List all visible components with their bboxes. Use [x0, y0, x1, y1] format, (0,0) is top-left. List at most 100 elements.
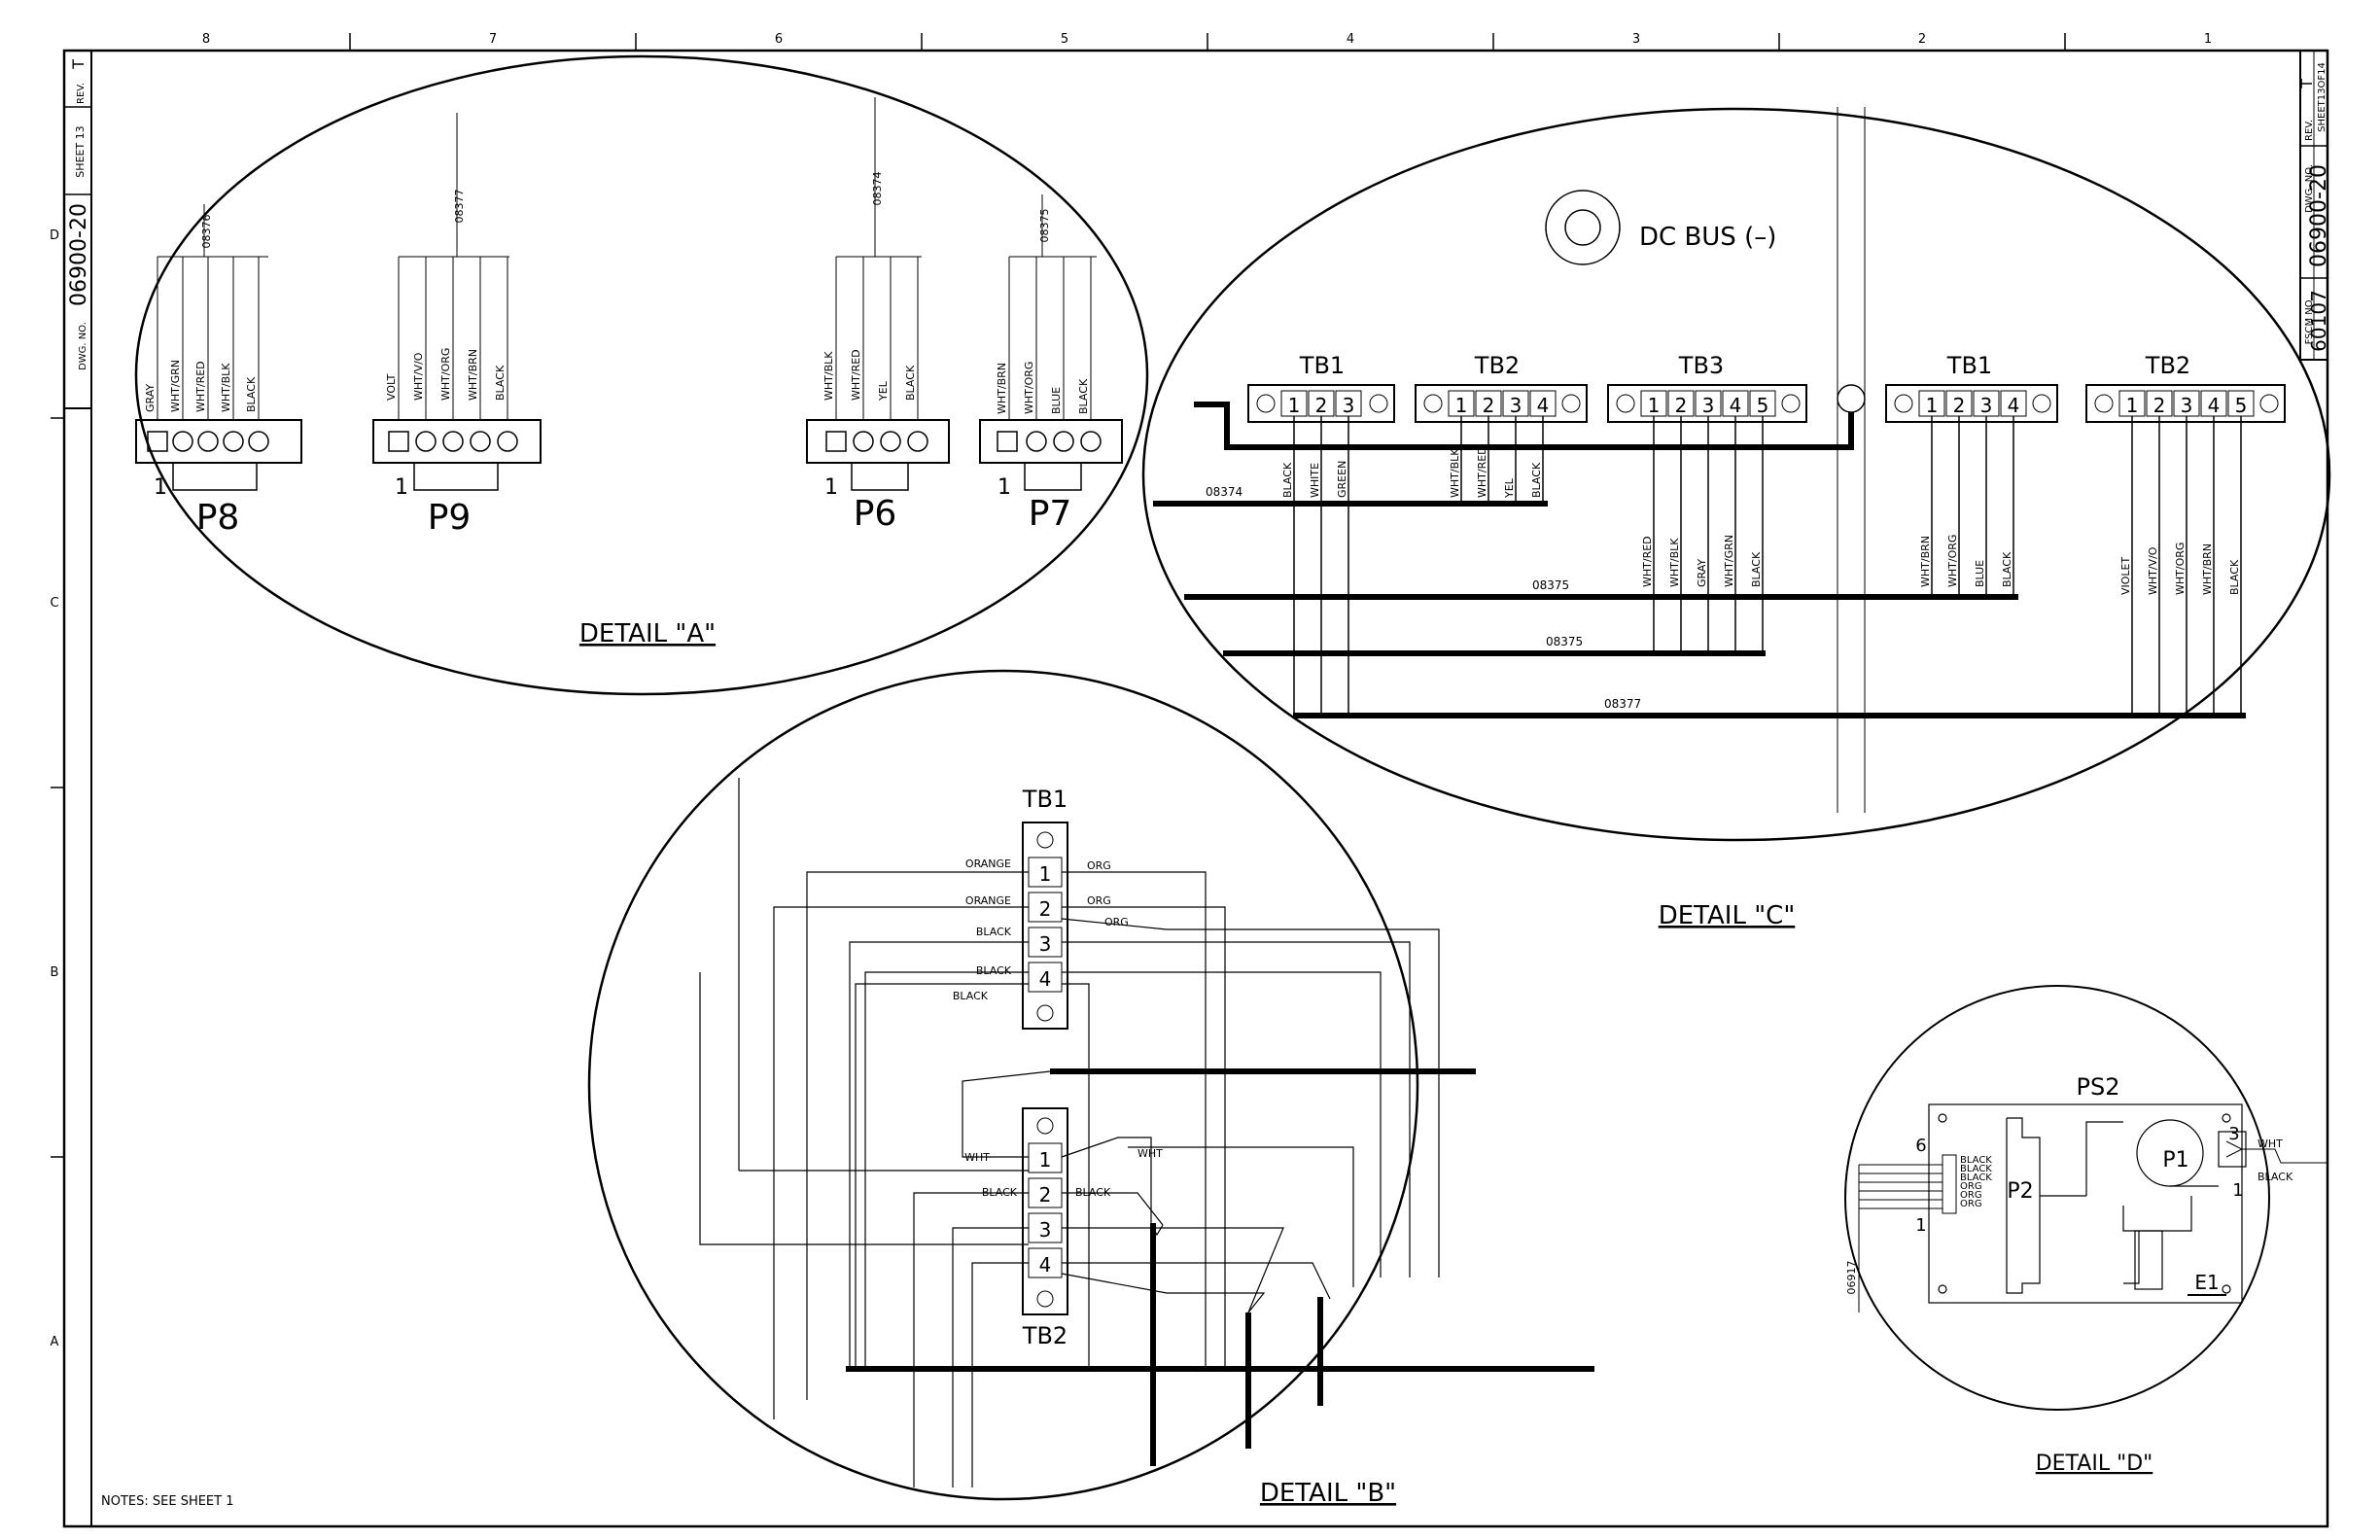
svg-text:08377: 08377 — [453, 190, 466, 224]
e1-label: E1 — [2194, 1271, 2219, 1294]
svg-text:ORG: ORG — [1087, 894, 1111, 907]
svg-text:BLACK: BLACK — [245, 376, 258, 412]
connector-p7: 08375 WHT/BRN WHT/ORG BLUE BLACK 1 P7 — [979, 194, 1123, 534]
svg-text:P9: P9 — [428, 498, 472, 538]
svg-text:WHT/BRN: WHT/BRN — [467, 349, 479, 401]
svg-text:TB2: TB2 — [2145, 352, 2190, 379]
svg-text:BLUE: BLUE — [1050, 387, 1063, 414]
svg-text:3: 3 — [1039, 1218, 1052, 1242]
svg-text:4: 4 — [1537, 394, 1550, 417]
svg-text:WHT/ORG: WHT/ORG — [439, 348, 452, 401]
svg-text:T: T — [69, 59, 88, 70]
svg-text:WHITE: WHITE — [1309, 463, 1321, 498]
svg-text:ORG: ORG — [1087, 859, 1111, 872]
detail-c-cables — [1153, 501, 2246, 718]
ps2-title: PS2 — [2077, 1073, 2120, 1101]
zone-number: 2 — [1918, 32, 1926, 47]
svg-text:TB1: TB1 — [1299, 352, 1345, 379]
detail-b-tb2: 1 2 3 4 TB2 — [1022, 1107, 1068, 1349]
p1-connector — [2225, 1140, 2328, 1164]
svg-text:P7: P7 — [1029, 494, 1072, 534]
svg-text:BLUE: BLUE — [1974, 560, 1986, 587]
svg-text:ORG: ORG — [1960, 1199, 1982, 1209]
svg-text:BLACK: BLACK — [1960, 1164, 1992, 1174]
svg-text:BLACK: BLACK — [1281, 462, 1294, 498]
svg-text:P6: P6 — [854, 494, 897, 534]
zone-number: 5 — [1061, 32, 1068, 47]
svg-text:BLACK: BLACK — [2228, 559, 2241, 595]
outer-frame — [62, 49, 2329, 1528]
cable-label: 06917 — [1845, 1261, 1858, 1295]
cable-label: 08375 — [1532, 578, 1569, 592]
svg-text:BLACK: BLACK — [1077, 378, 1090, 414]
zone-number: 7 — [489, 32, 497, 47]
svg-text:WHT/ORG: WHT/ORG — [1946, 535, 1959, 587]
detail-b-cables — [846, 1068, 1594, 1466]
svg-text:2: 2 — [1315, 394, 1328, 417]
svg-text:3: 3 — [2228, 1124, 2239, 1144]
svg-text:4: 4 — [2008, 394, 2020, 417]
zone-number: 6 — [775, 32, 783, 47]
svg-text:TB1: TB1 — [1946, 352, 1992, 379]
svg-text:REV.: REV. — [2304, 120, 2315, 141]
svg-text:2: 2 — [2153, 394, 2166, 417]
svg-text:1: 1 — [1455, 394, 1468, 417]
svg-text:WHT/GRN: WHT/GRN — [169, 360, 182, 412]
svg-text:WHT/BLK: WHT/BLK — [822, 351, 835, 401]
svg-text:ORG: ORG — [1960, 1181, 1982, 1192]
zone-ticks — [51, 33, 2066, 1158]
svg-text:1: 1 — [998, 475, 1011, 500]
svg-text:WHT/RED: WHT/RED — [850, 349, 862, 401]
svg-text:6: 6 — [1915, 1136, 1926, 1156]
svg-text:WHT: WHT — [1138, 1147, 1163, 1160]
svg-text:WHT/ORG: WHT/ORG — [2174, 542, 2187, 595]
terminal-block-c-tb3: TB3 1 2 3 4 5 — [1607, 352, 1807, 423]
detail-a-caption: DETAIL "A" — [579, 619, 716, 648]
svg-text:4: 4 — [2208, 394, 2221, 417]
svg-text:WHT/BLK: WHT/BLK — [1668, 538, 1681, 587]
svg-text:WHT/BRN: WHT/BRN — [2201, 543, 2214, 595]
svg-text:YEL: YEL — [1503, 477, 1516, 499]
svg-text:YEL: YEL — [877, 380, 890, 402]
detail-b-tb2-wires — [913, 1070, 1354, 1488]
svg-text:BLACK: BLACK — [2258, 1171, 2293, 1183]
svg-text:BLACK: BLACK — [1960, 1172, 1992, 1183]
svg-text:5: 5 — [1757, 394, 1769, 417]
detail-c-caption: DETAIL "C" — [1659, 901, 1796, 930]
svg-text:GREEN: GREEN — [1336, 461, 1348, 498]
svg-text:08374: 08374 — [871, 172, 884, 206]
p2-connector — [1858, 1154, 1957, 1312]
detail-c-wire-labels: BLACK WHITE GREEN WHT/BLK WHT/RED YEL BL… — [1281, 446, 2241, 595]
zone-letter: D — [50, 228, 59, 243]
svg-text:DWG. NO.: DWG. NO. — [2304, 164, 2315, 213]
svg-text:3: 3 — [2181, 394, 2193, 417]
detail-b-circle — [587, 669, 1419, 1501]
svg-text:BLACK: BLACK — [2001, 551, 2013, 587]
svg-text:TB3: TB3 — [1678, 352, 1724, 379]
svg-text:WHT: WHT — [2258, 1138, 2283, 1150]
svg-text:1: 1 — [1926, 394, 1939, 417]
svg-text:BLACK: BLACK — [976, 964, 1012, 977]
zone-number: 3 — [1632, 32, 1640, 47]
svg-text:08375: 08375 — [1038, 209, 1051, 243]
right-title-block: T REV. SHEET13OF14 DWG. NO. 06900-20 FSC… — [2297, 51, 2331, 360]
svg-text:WHT/BLK: WHT/BLK — [1449, 448, 1461, 498]
svg-text:WHT/GRN: WHT/GRN — [1723, 535, 1735, 587]
svg-text:WHT/BRN: WHT/BRN — [1919, 536, 1932, 587]
svg-text:BLACK: BLACK — [1075, 1186, 1111, 1199]
terminal-block-c-tb2: TB2 1 2 3 4 — [1415, 352, 1588, 423]
svg-text:08376: 08376 — [200, 215, 213, 249]
p1-label: P1 — [2162, 1148, 2188, 1172]
connector-p6: 08374 WHT/BLK WHT/RED YEL BLACK 1 P6 — [806, 97, 950, 534]
zone-letter: B — [51, 965, 59, 980]
connector-p9: 08377 VOLT WHT/V/O WHT/ORG WHT/BRN BLACK… — [372, 113, 542, 538]
svg-text:VIOLET: VIOLET — [2119, 556, 2132, 595]
svg-text:GRAY: GRAY — [144, 384, 157, 412]
svg-text:WHT/V/O: WHT/V/O — [412, 352, 425, 401]
svg-text:WHT/RED: WHT/RED — [194, 361, 207, 412]
svg-text:3: 3 — [1039, 932, 1052, 956]
cable-label: 08374 — [1206, 485, 1242, 499]
svg-text:ORANGE: ORANGE — [965, 858, 1011, 870]
svg-text:2: 2 — [1039, 897, 1052, 921]
detail-b-tb1: TB1 1 2 3 4 — [1022, 786, 1068, 1030]
